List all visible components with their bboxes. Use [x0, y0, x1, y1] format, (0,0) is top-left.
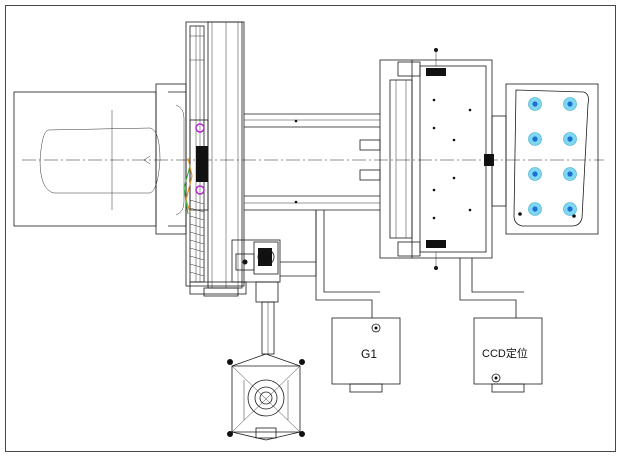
left-glass-panel: [13, 83, 187, 235]
rotary-table: [227, 353, 305, 441]
suction-cup: [563, 167, 577, 181]
suction-cup: [528, 167, 542, 181]
gripper-marker-top: [195, 123, 205, 133]
signal-wire-green: [183, 165, 191, 215]
vacuum-plate: [505, 83, 599, 235]
suction-cup: [528, 132, 542, 146]
pipe-to-ccd: [459, 258, 524, 318]
drive-shaft: [255, 281, 279, 355]
station-ccd: CCD定位: [473, 317, 543, 393]
gripper-head: [183, 119, 209, 215]
vertical-gantry: [185, 21, 247, 297]
station-ccd-label: CCD定位: [482, 346, 528, 360]
press-unit: [379, 48, 507, 270]
suction-cup-grid: [528, 97, 577, 216]
station-g1: G1: [331, 317, 401, 393]
pipe-to-g1: [315, 210, 380, 318]
suction-cup: [563, 132, 577, 146]
station-g1-label: G1: [361, 347, 377, 361]
suction-cup: [563, 97, 577, 111]
drawing-frame: [5, 5, 616, 452]
suction-cup: [528, 202, 542, 216]
suction-cup: [528, 97, 542, 111]
guide-rails: [244, 113, 381, 211]
gripper-marker-bottom: [195, 185, 205, 195]
servo-motor-assembly: [231, 210, 317, 283]
suction-cup: [563, 202, 577, 216]
